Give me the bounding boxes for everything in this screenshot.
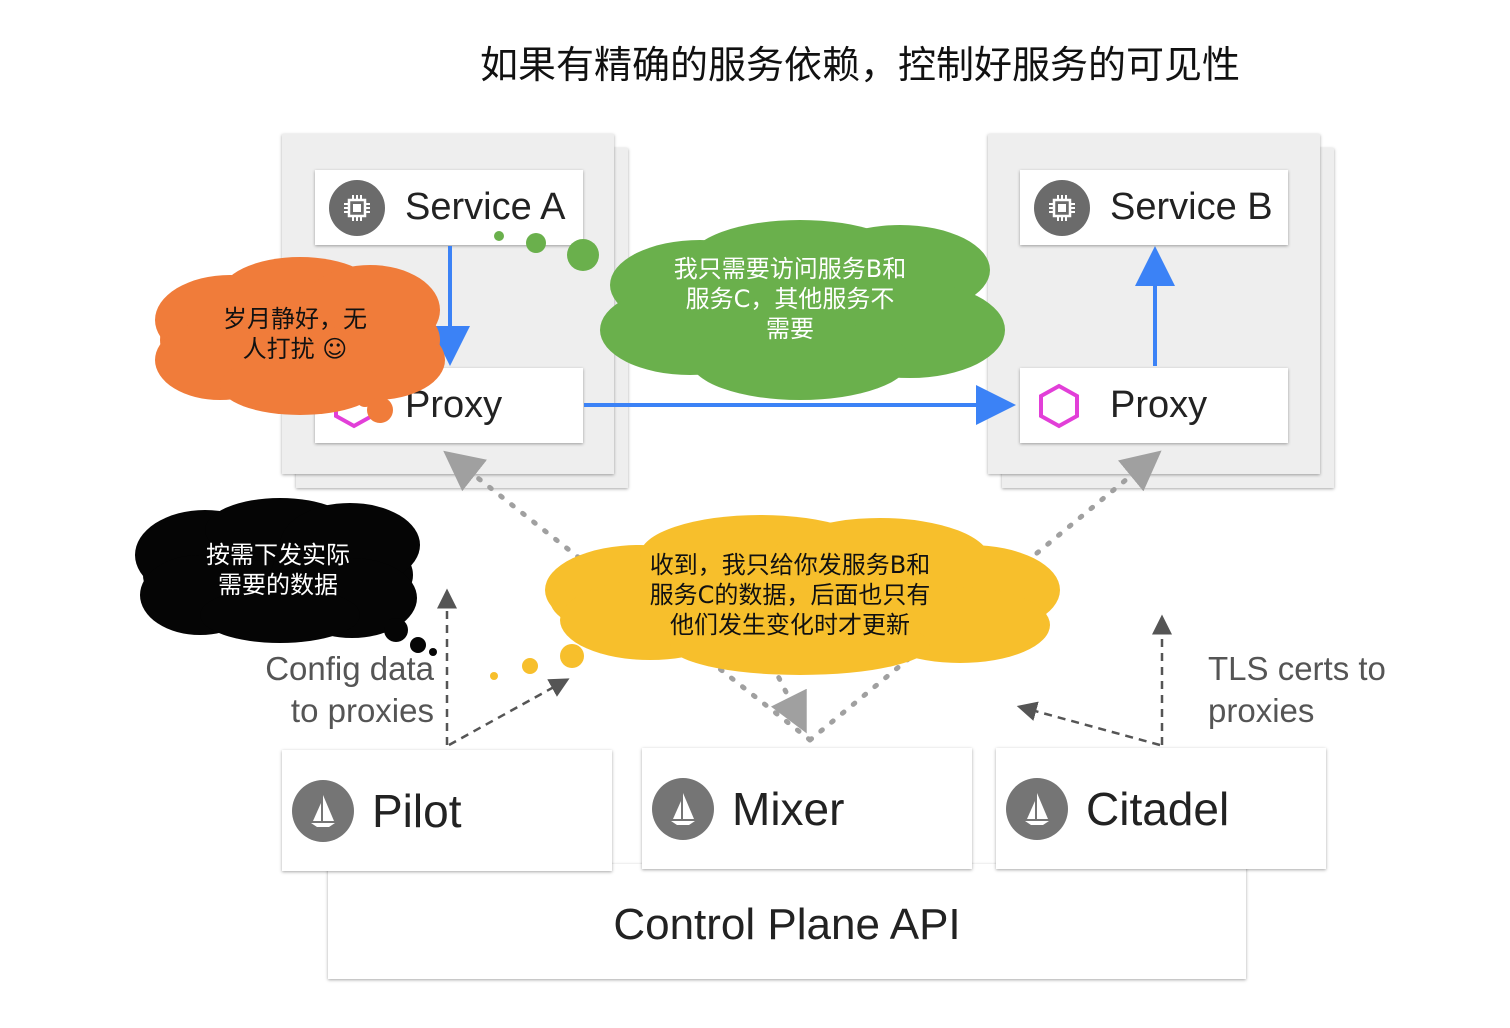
yellow-cloud-line1: 收到，我只给你发服务B和 xyxy=(649,551,931,579)
black-cloud-line2: 需要的数据 xyxy=(218,571,338,599)
yellow-thought-cloud xyxy=(490,515,1060,680)
service-b-label: Service B xyxy=(1110,186,1273,228)
chip-icon xyxy=(1034,179,1090,236)
config-data-note: Config data to proxies xyxy=(232,648,434,732)
pilot-label: Pilot xyxy=(372,784,462,837)
config-note-line2: to proxies xyxy=(290,692,434,729)
citadel-card[interactable]: Citadel xyxy=(996,748,1326,869)
istio-sail-icon xyxy=(652,777,714,840)
black-cloud-line1: 按需下发实际 xyxy=(206,541,350,569)
page-title: 如果有精确的服务依赖，控制好服务的可见性 xyxy=(479,43,1240,87)
istio-sail-icon xyxy=(292,779,354,842)
green-thought-cloud xyxy=(494,220,1005,400)
green-cloud-line1: 我只需要访问服务B和 xyxy=(673,255,907,283)
green-cloud-line3: 需要 xyxy=(766,315,814,343)
orange-thought-cloud xyxy=(155,257,445,423)
config-note-line1: Config data xyxy=(265,650,434,687)
black-thought-cloud xyxy=(135,498,437,656)
tls-certs-note: TLS certs to proxies xyxy=(1208,648,1468,732)
control-plane-api[interactable]: Control Plane API xyxy=(328,864,1246,979)
green-cloud-text: 我只需要访问服务B和 服务C，其他服务不 需要 xyxy=(640,254,940,344)
mixer-card[interactable]: Mixer xyxy=(642,748,972,869)
tls-note-line1: TLS certs to xyxy=(1208,650,1386,687)
orange-cloud-line1: 岁月静好，无 xyxy=(223,305,367,333)
pilot-card[interactable]: Pilot xyxy=(282,750,612,871)
service-b-proxy-label: Proxy xyxy=(1110,384,1208,426)
yellow-cloud-text: 收到，我只给你发服务B和 服务C的数据，后面也只有 他们发生变化时才更新 xyxy=(620,550,960,640)
citadel-label: Citadel xyxy=(1086,782,1230,835)
config-to-proxy-b-arrow xyxy=(807,450,1162,743)
black-cloud-text: 按需下发实际 需要的数据 xyxy=(178,540,378,600)
control-plane-api-label: Control Plane API xyxy=(613,899,961,949)
tls-note-line2: proxies xyxy=(1208,692,1315,729)
service-a-proxy-label: Proxy xyxy=(405,384,503,426)
mixer-label: Mixer xyxy=(732,782,845,835)
green-cloud-line2: 服务C，其他服务不 xyxy=(685,285,895,313)
service-a-label: Service A xyxy=(405,186,566,228)
service-a-card[interactable]: Service A xyxy=(315,170,583,245)
yellow-cloud-line2: 服务C的数据，后面也只有 xyxy=(649,581,931,609)
yellow-cloud-line3: 他们发生变化时才更新 xyxy=(670,611,910,639)
pilot-diagonal-arrow xyxy=(448,678,570,747)
orange-cloud-text: 岁月静好，无 人打扰 ☺ xyxy=(195,304,395,364)
service-b-proxy-card[interactable]: Proxy xyxy=(1020,368,1288,443)
citadel-diagonal-arrow xyxy=(1016,701,1161,747)
proxy-hexagon-icon xyxy=(1039,383,1079,428)
service-b-card[interactable]: Service B xyxy=(1020,170,1288,245)
orange-cloud-line2: 人打扰 ☺ xyxy=(242,335,348,363)
chip-icon xyxy=(329,179,385,236)
istio-sail-icon xyxy=(1006,777,1068,840)
